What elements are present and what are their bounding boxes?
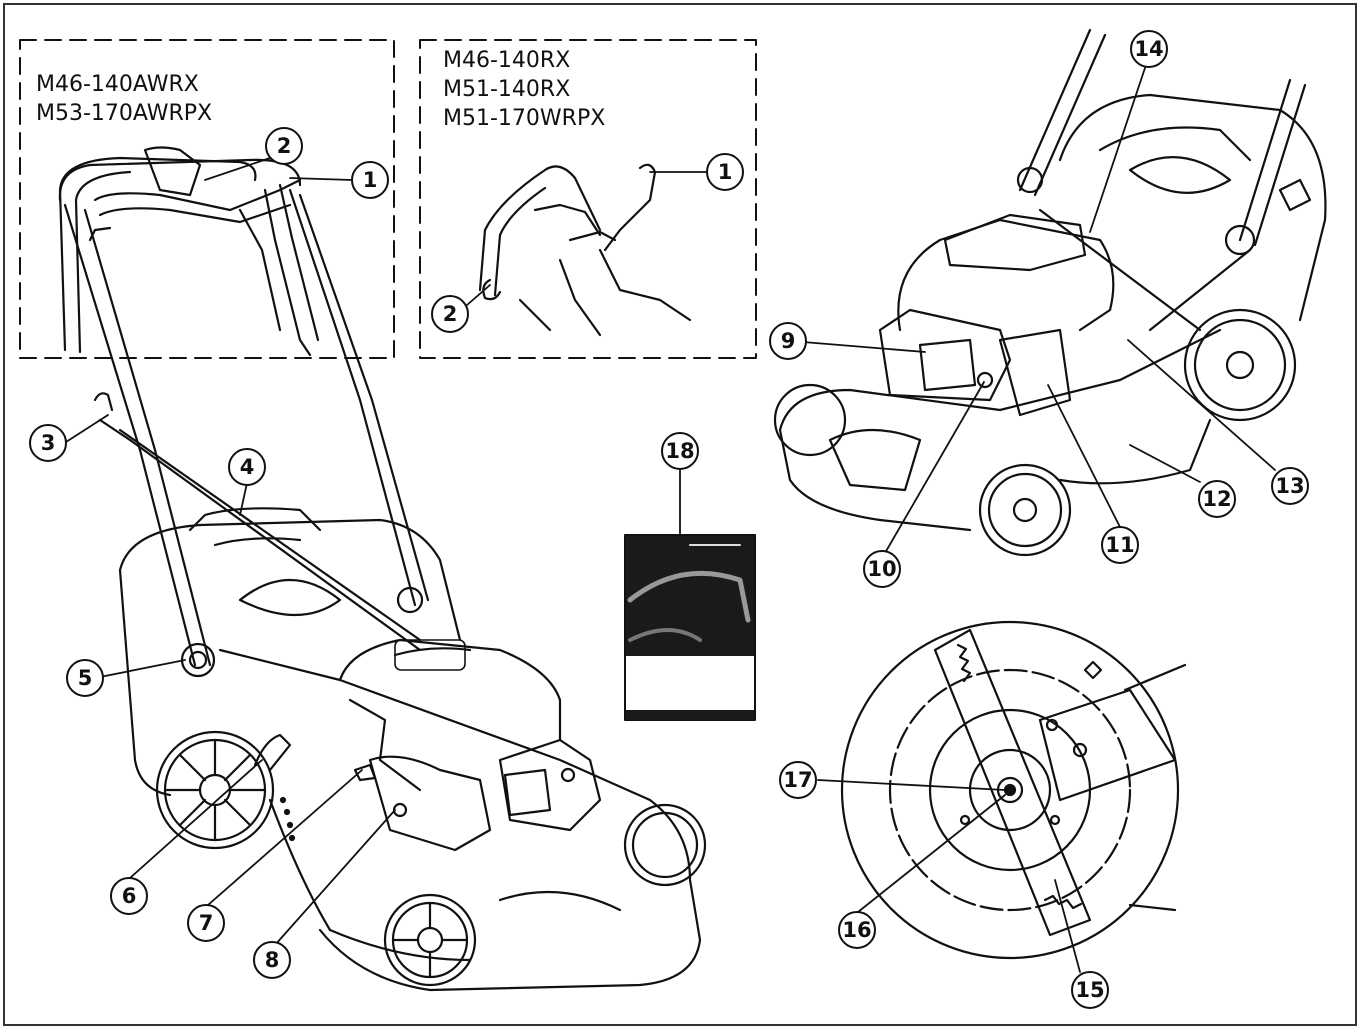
callout-11: 11 <box>1101 526 1139 564</box>
callout-2-left: 2 <box>265 127 303 165</box>
callout-6: 6 <box>110 877 148 915</box>
main-mower-drawing <box>58 158 707 992</box>
callout-1-right: 1 <box>706 153 744 191</box>
callout-16: 16 <box>838 911 876 949</box>
model-name: M53-170AWRPX <box>36 101 213 126</box>
model-name: M46-140RX <box>443 48 571 73</box>
callout-17: 17 <box>779 761 817 799</box>
callout-14: 14 <box>1130 30 1168 68</box>
front-wheel <box>383 893 477 987</box>
callout-2-right: 2 <box>431 295 469 333</box>
callout-5: 5 <box>66 659 104 697</box>
rear-wheel <box>155 730 275 850</box>
callout-13: 13 <box>1271 467 1309 505</box>
callout-18: 18 <box>661 432 699 470</box>
figure-frame <box>3 3 1357 1026</box>
handle-detail-right <box>478 163 692 337</box>
callout-7: 7 <box>187 904 225 942</box>
callout-10: 10 <box>863 550 901 588</box>
callout-4: 4 <box>228 448 266 486</box>
model-name: M46-140AWRX <box>36 72 199 97</box>
model-name: M51-140RX <box>443 77 571 102</box>
callout-3: 3 <box>29 424 67 462</box>
inset-box-left <box>19 39 395 359</box>
callout-12: 12 <box>1198 480 1236 518</box>
callout-15: 15 <box>1071 971 1109 1009</box>
callout-8: 8 <box>253 941 291 979</box>
right-mower-drawing <box>773 28 1327 557</box>
model-list-left: M46-140AWRX M53-170AWRPX <box>36 70 212 128</box>
blade-detail <box>840 620 1187 960</box>
owners-manual <box>624 534 756 721</box>
leader-lines <box>65 67 1276 973</box>
callout-9: 9 <box>769 322 807 360</box>
handle-detail-left <box>58 146 320 357</box>
model-name: M51-170WRPX <box>443 106 606 131</box>
model-list-right: M46-140RX M51-140RX M51-170WRPX <box>443 46 605 133</box>
callout-1-left: 1 <box>351 161 389 199</box>
